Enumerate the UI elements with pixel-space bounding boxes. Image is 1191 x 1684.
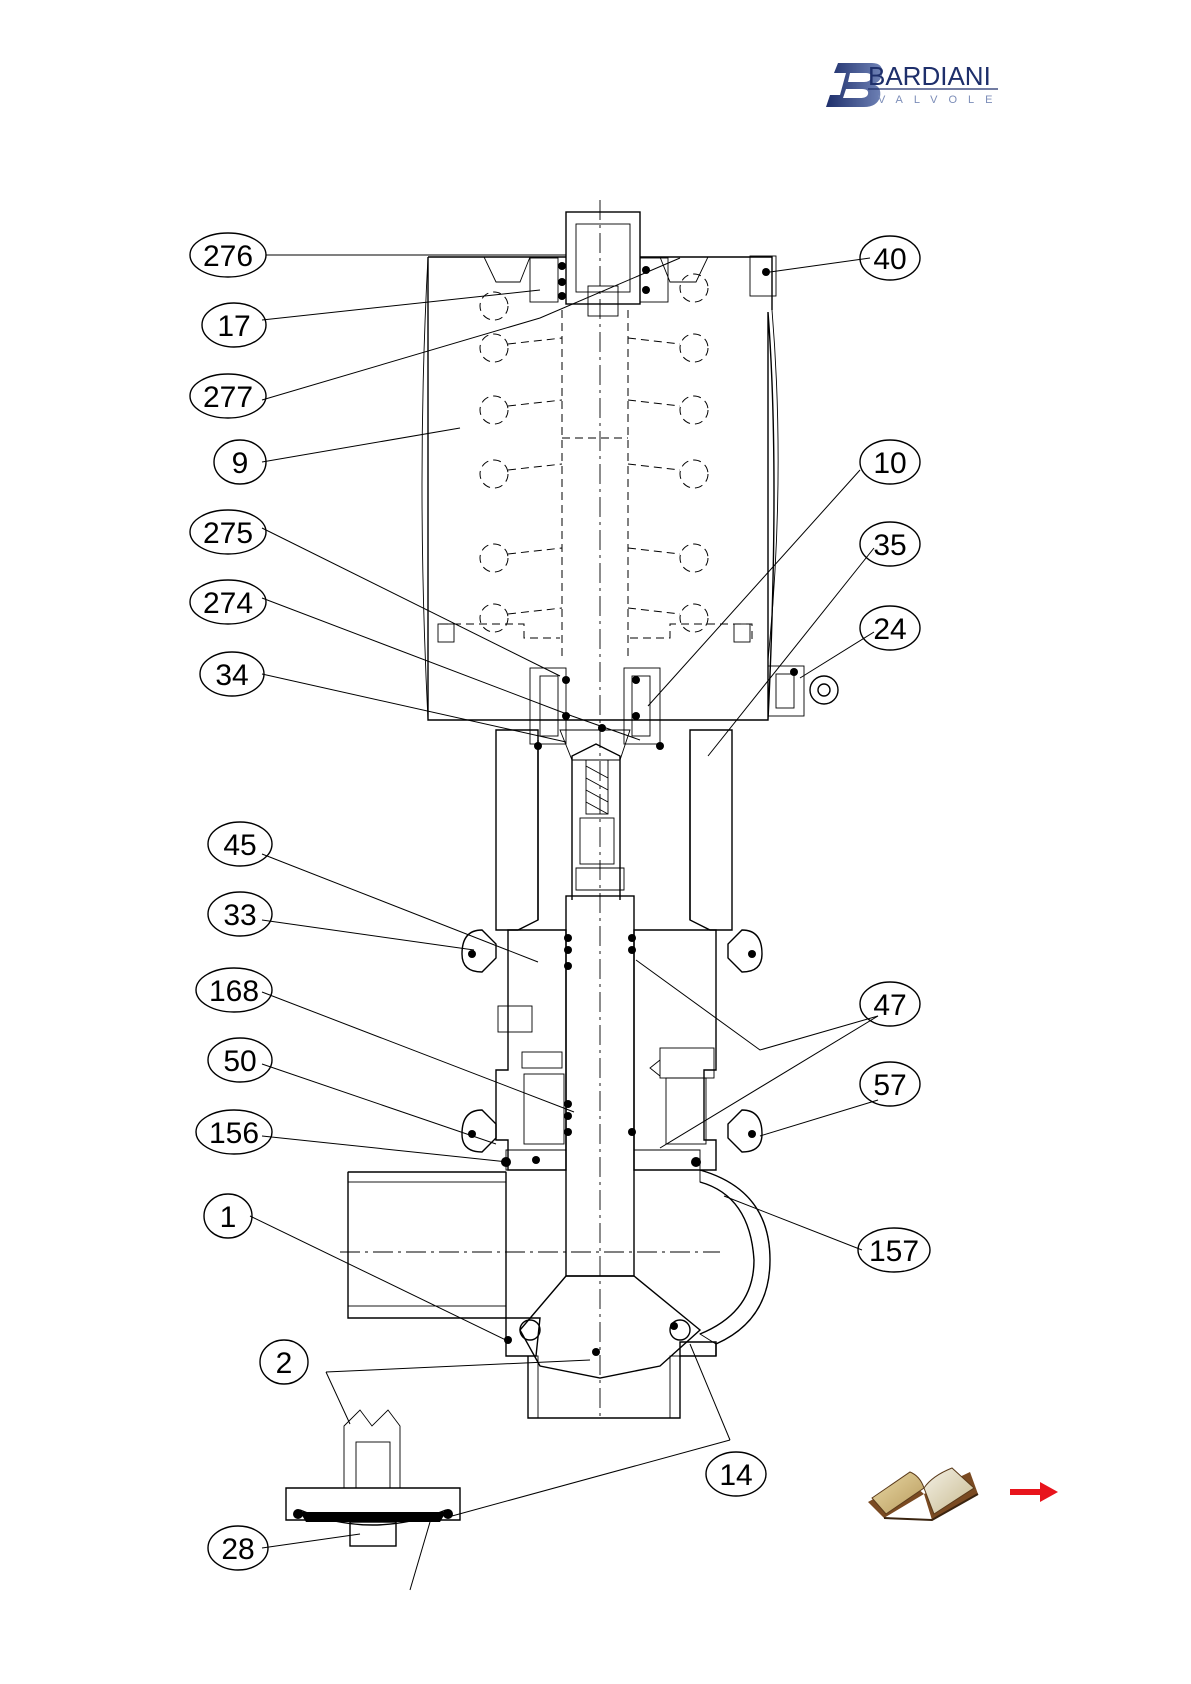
- callout-45: 45: [208, 822, 272, 866]
- svg-text:35: 35: [873, 529, 906, 562]
- callout-168: 168: [196, 968, 272, 1012]
- callout-10: 10: [860, 440, 920, 484]
- right-arrow-icon[interactable]: [1010, 1480, 1060, 1504]
- callout-276: 276: [190, 233, 266, 277]
- lantern-yoke: [496, 200, 732, 1420]
- svg-text:57: 57: [873, 1069, 906, 1102]
- callout-274: 274: [190, 580, 266, 624]
- leader-lines: [250, 255, 878, 1590]
- svg-text:9: 9: [232, 447, 249, 480]
- svg-text:50: 50: [223, 1045, 256, 1078]
- svg-text:275: 275: [203, 517, 253, 550]
- svg-text:157: 157: [869, 1235, 919, 1268]
- svg-text:28: 28: [221, 1533, 254, 1566]
- callout-275: 275: [190, 510, 266, 554]
- svg-text:156: 156: [209, 1117, 259, 1150]
- svg-text:34: 34: [215, 659, 248, 692]
- callout-33: 33: [208, 892, 272, 936]
- svg-text:33: 33: [223, 899, 256, 932]
- actuator: [422, 212, 838, 750]
- svg-text:47: 47: [873, 989, 906, 1022]
- open-book-icon[interactable]: [862, 1458, 982, 1530]
- svg-text:2: 2: [276, 1347, 293, 1380]
- callout-14: 14: [706, 1452, 766, 1496]
- callout-157: 157: [858, 1228, 930, 1272]
- svg-text:10: 10: [873, 447, 906, 480]
- svg-text:276: 276: [203, 240, 253, 273]
- detail-view: [286, 1410, 460, 1546]
- callout-47: 47: [860, 982, 920, 1026]
- callout-277: 277: [190, 374, 266, 418]
- svg-text:168: 168: [209, 975, 259, 1008]
- callout-1: 1: [204, 1194, 252, 1238]
- svg-text:45: 45: [223, 829, 256, 862]
- callout-9: 9: [214, 440, 266, 484]
- svg-text:14: 14: [719, 1459, 752, 1492]
- callout-34: 34: [200, 652, 264, 696]
- callout-28: 28: [208, 1526, 268, 1570]
- callout-2: 2: [260, 1340, 308, 1384]
- callout-17: 17: [202, 303, 266, 347]
- callout-24: 24: [860, 606, 920, 650]
- svg-text:1: 1: [220, 1201, 237, 1234]
- svg-text:277: 277: [203, 381, 253, 414]
- svg-text:40: 40: [873, 243, 906, 276]
- callout-156: 156: [196, 1110, 272, 1154]
- callout-57: 57: [860, 1062, 920, 1106]
- callout-35: 35: [860, 522, 920, 566]
- svg-text:274: 274: [203, 587, 253, 620]
- callout-50: 50: [208, 1038, 272, 1082]
- svg-text:24: 24: [873, 613, 906, 646]
- svg-text:17: 17: [217, 310, 250, 343]
